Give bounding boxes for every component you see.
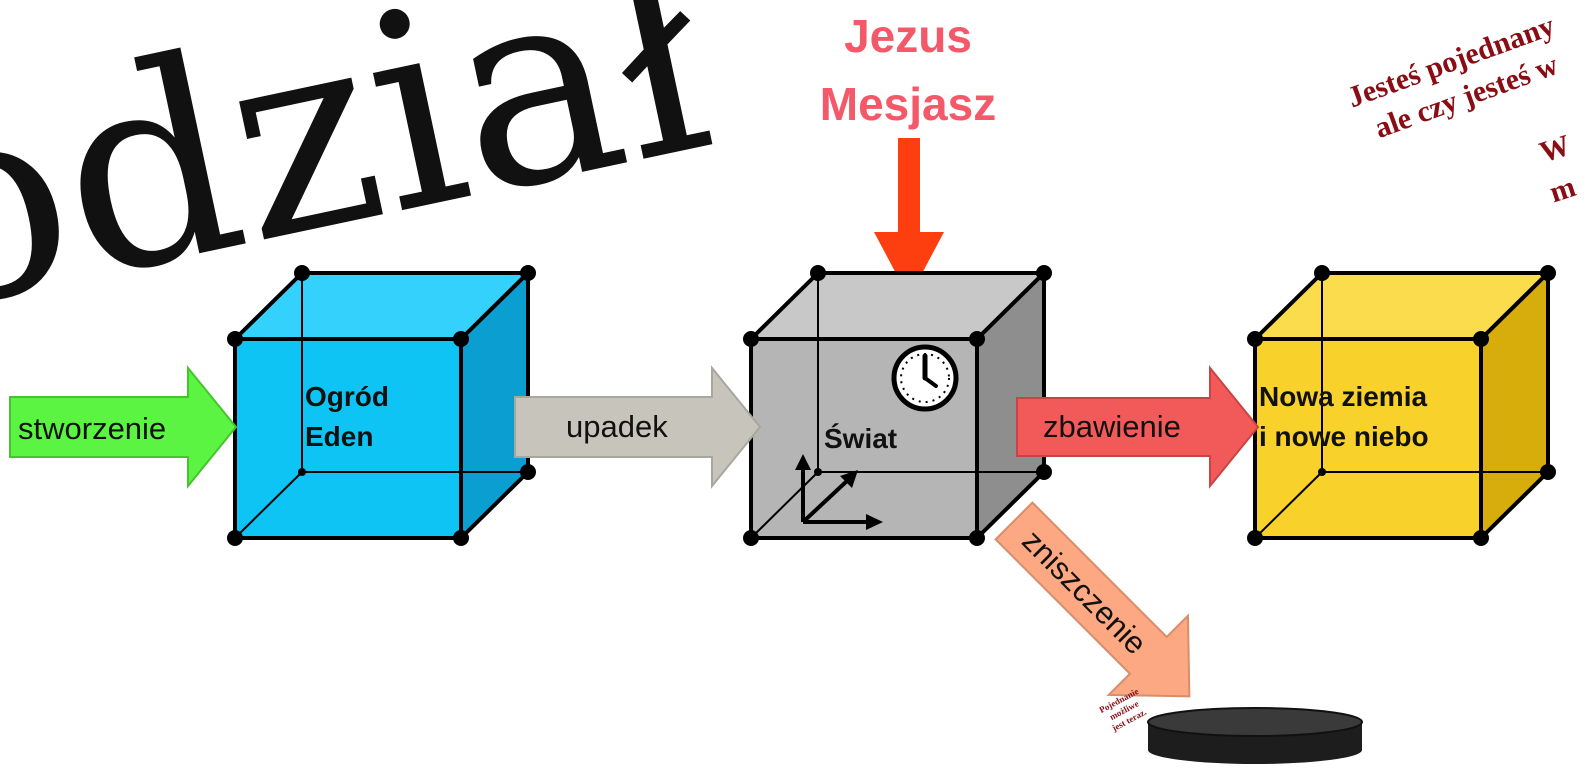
note-line-4: m xyxy=(1546,170,1580,209)
messiah-label-line-1: Jezus xyxy=(844,10,972,62)
cube-world xyxy=(749,271,1046,540)
cube-new xyxy=(1253,271,1550,540)
cube-world-label: Świat xyxy=(824,423,897,454)
abyss-disc-icon xyxy=(1147,707,1363,764)
cube-new-label-line-1: Nowa ziemia xyxy=(1259,381,1427,412)
cube-eden-label-line-1: Ogród xyxy=(305,381,389,412)
clock-icon xyxy=(891,344,959,412)
cube-eden-vertices xyxy=(227,265,536,546)
messiah-arrow xyxy=(874,138,944,298)
notes: Jesteś pojednany ale czy jesteś w xyxy=(1343,9,1562,145)
axes-icon xyxy=(795,454,883,530)
cube-new-hidden-edge xyxy=(1254,471,1323,539)
fall-arrow-label: upadek xyxy=(566,409,668,444)
fall-arrow xyxy=(514,365,762,489)
salvation-arrow xyxy=(1016,365,1260,489)
salvation-arrow-label: zbawienie xyxy=(1043,409,1181,444)
cube-eden-label-line-2: Eden xyxy=(305,421,373,452)
messiah-label-line-2: Mesjasz xyxy=(820,78,996,130)
cube-world-vertices xyxy=(743,265,1052,546)
note-line-3: W xyxy=(1536,129,1575,170)
creation-arrow-label: stworzenie xyxy=(18,411,166,446)
destruction-arrow xyxy=(994,501,1191,698)
cube-new-label-line-2: i nowe niebo xyxy=(1259,421,1429,452)
destruction-arrow-group: zniszczenie xyxy=(994,501,1191,698)
creation-arrow xyxy=(9,365,238,489)
cube-world-hidden-edge xyxy=(750,471,819,539)
cube-new-vertices xyxy=(1247,265,1556,546)
destruction-arrow-label: zniszczenie xyxy=(1015,523,1153,661)
cube-eden-hidden-edge xyxy=(234,471,303,539)
